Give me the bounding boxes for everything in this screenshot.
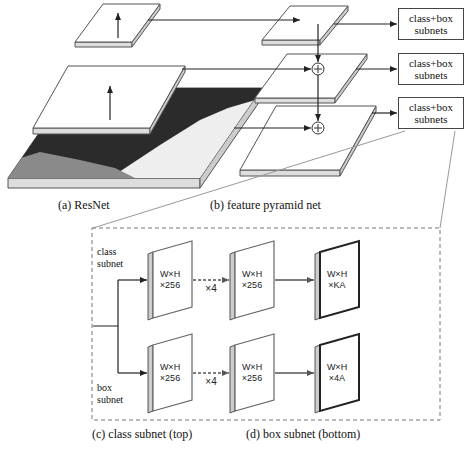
fpn-plane — [255, 54, 367, 98]
plane-face — [153, 334, 192, 411]
plane-front — [33, 128, 150, 134]
caption: (a) ResNet — [58, 198, 110, 212]
subnet-box: class+box subnets — [398, 97, 464, 129]
plane-front — [240, 170, 340, 176]
plane-front — [75, 42, 132, 47]
subnet-box: class+box subnets — [398, 53, 464, 85]
caption: (d) box subnet (bottom) — [246, 427, 360, 441]
lateral-arrow — [148, 19, 300, 20]
node-text: W×H ×256 — [154, 362, 186, 384]
feature-map: W×H ×KA — [315, 240, 359, 320]
caption: box subnet — [97, 382, 137, 406]
feature-map: W×H ×256 — [230, 240, 274, 320]
node-text: class+box subnets — [403, 12, 459, 36]
caption: class subnet — [97, 246, 137, 270]
edge-arrow — [275, 372, 314, 373]
feature-map: W×H ×256 — [148, 333, 192, 413]
lateral-arrow — [234, 127, 311, 128]
fpn-plane — [262, 6, 348, 40]
up-arrow — [117, 13, 118, 38]
photo-ridge — [8, 152, 135, 178]
output-arrow — [356, 68, 397, 69]
up-arrow — [109, 86, 110, 120]
resnet-plane — [33, 66, 185, 128]
node-text: W×H ×256 — [236, 362, 268, 384]
plane-face — [153, 241, 192, 318]
edge-arrow — [193, 279, 229, 280]
detail-region — [92, 228, 440, 420]
edge-arrow — [275, 279, 314, 280]
plane-side — [230, 345, 235, 413]
down-arrow — [317, 24, 318, 62]
plane-face — [235, 334, 274, 411]
fpn-plane — [240, 106, 376, 170]
sum-circle — [312, 63, 324, 75]
feature-map: W×H ×256 — [148, 240, 192, 320]
node-text: W×H ×KA — [321, 269, 353, 291]
edge-arrow — [193, 372, 229, 373]
output-arrow — [334, 23, 397, 24]
caption: (b) feature pyramid net — [210, 198, 321, 212]
fork-arrow — [118, 279, 147, 280]
feature-map: W×H ×256 — [230, 333, 274, 413]
node-text: class+box subnets — [403, 57, 459, 81]
plane-face — [320, 241, 359, 318]
fork-arrow — [118, 372, 147, 373]
node-text: W×H ×4A — [321, 362, 353, 384]
plane-face — [320, 334, 359, 411]
plane-side — [148, 252, 153, 320]
slab-front — [8, 178, 200, 188]
feature-map: W×H ×4A — [315, 333, 359, 413]
plane-side — [230, 252, 235, 320]
output-arrow — [372, 112, 397, 113]
resnet-plane — [75, 4, 160, 42]
plane-side — [148, 345, 153, 413]
plane-face — [235, 241, 274, 318]
plane-front — [262, 40, 320, 45]
caption: (c) class subnet (top) — [92, 427, 192, 441]
down-arrow — [317, 75, 318, 121]
zoom-line — [93, 131, 405, 228]
subnet-box: class+box subnets — [398, 8, 464, 40]
zoom-line — [440, 131, 455, 228]
edge-label: ×4 — [204, 376, 217, 388]
plus-sign — [314, 65, 322, 73]
node-text: W×H ×256 — [236, 269, 268, 291]
plane-front — [255, 98, 335, 103]
sum-circle — [312, 122, 324, 134]
lateral-arrow — [182, 68, 311, 69]
node-text: W×H ×256 — [154, 269, 186, 291]
fork-line — [93, 280, 118, 373]
plus-sign — [314, 124, 322, 132]
node-text: class+box subnets — [403, 101, 459, 125]
edge-label: ×4 — [204, 283, 217, 295]
